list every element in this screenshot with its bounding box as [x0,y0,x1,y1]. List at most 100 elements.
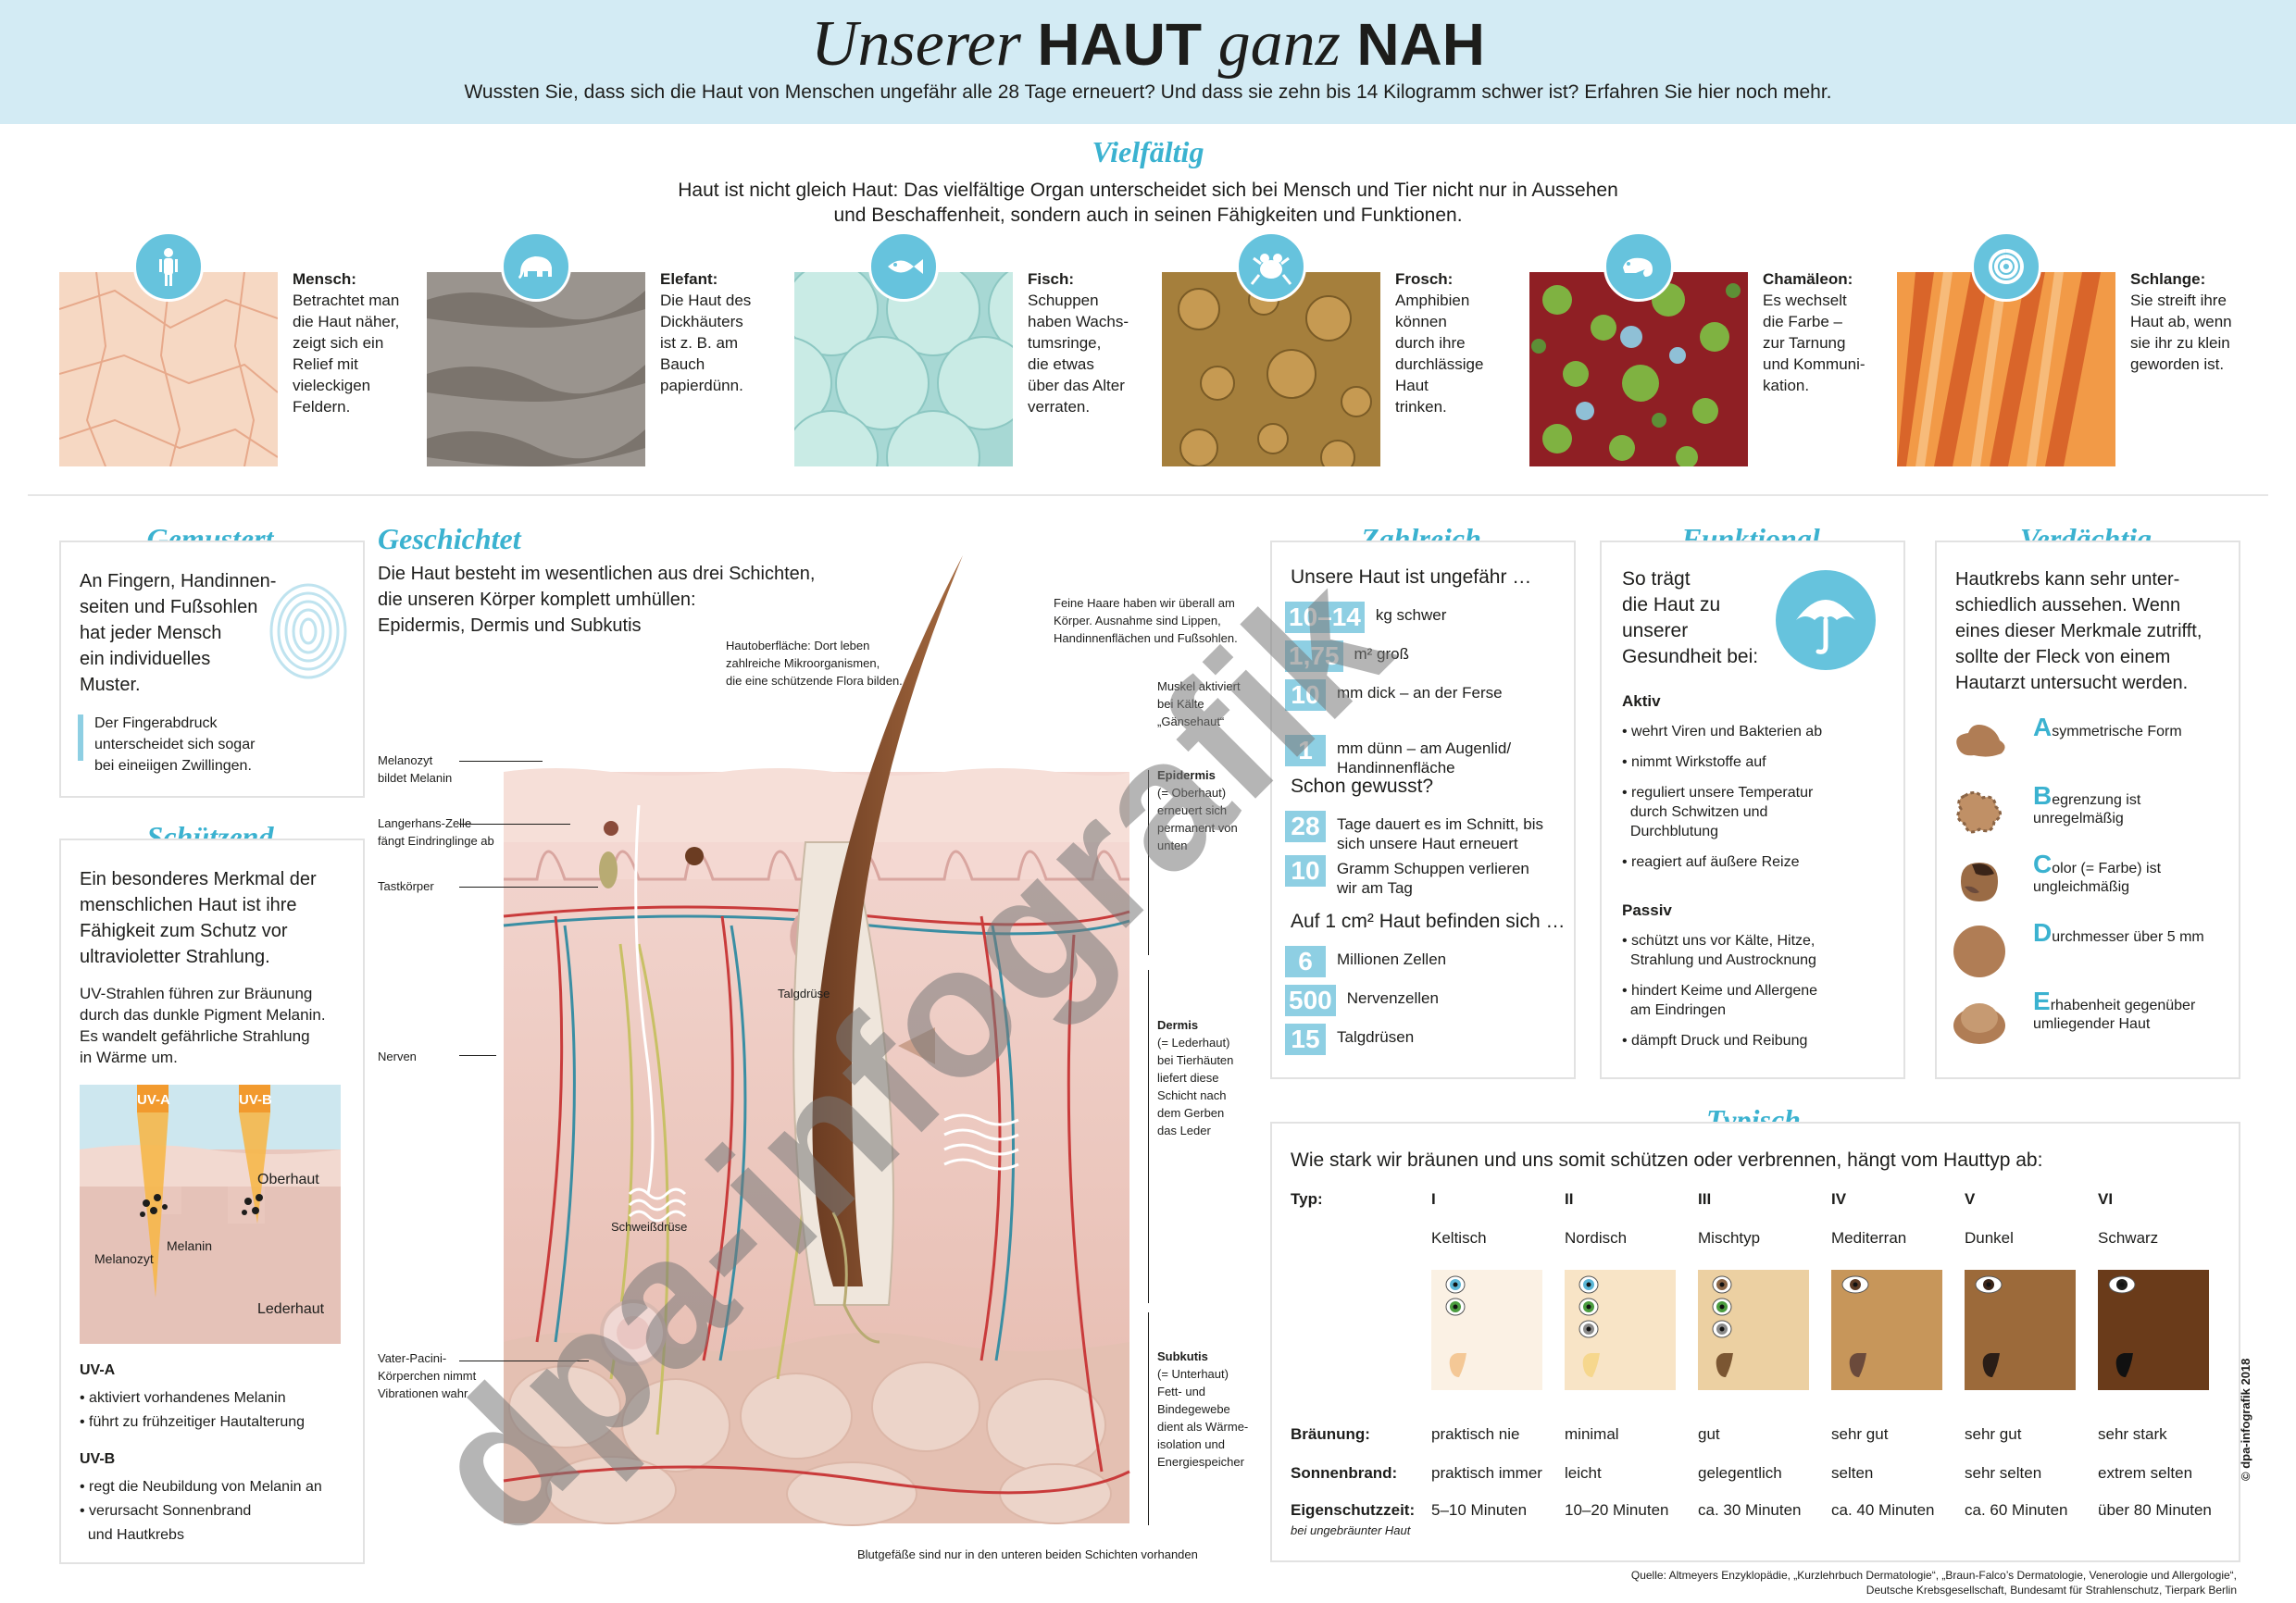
animal-line: Dickhäuters [660,313,743,330]
label-line: das Leder [1157,1124,1211,1137]
animal-line: ist z. B. am [660,334,739,352]
label-line: Muskel aktiviert [1157,679,1241,693]
intro-line: Haut ist nicht gleich Haut: Das vielfält… [678,180,1618,201]
mole-icon-b [1952,787,2009,840]
label-line: fängt Eindringlinge ab [378,834,494,848]
uv-diagram [80,1085,341,1344]
bullet-line: durch Schwitzen und [1622,804,1768,820]
animal-line: sie ihr zu klein [2130,334,2230,352]
skin-swatch [1431,1270,1542,1390]
animal-line: die Farbe – [1763,313,1842,330]
fact-number: 15 [1285,1024,1326,1055]
fact-text: mm dick – an der Ferse [1337,679,1503,702]
schuetzend-line: menschlichen Haut ist ihre [80,895,297,915]
melanozyt-label: Melanozyt [94,1251,154,1266]
label-line: Vibrationen wahr [378,1386,468,1400]
lederhaut-label: Lederhaut [257,1301,325,1317]
leader-line [459,1055,496,1056]
fact-text-line: Tage dauert es im Schnitt, bis [1337,815,1544,833]
section-heading-geschichtet: Geschichtet [378,522,521,555]
bullet-line: • dämpft Druck und Reibung [1622,1033,1808,1049]
label-nerven: Nerven [378,1048,417,1065]
label-blutgefaesse: Blutgefäße sind nur in den unteren beide… [857,1546,1198,1563]
animal-line: Amphibien [1395,292,1470,309]
skin-type-zeit: ca. 30 Minuten [1698,1501,1802,1519]
fact-number: 6 [1285,946,1326,977]
fact-text-line: wir am Tag [1337,879,1413,897]
abcde-first-line: Begrenzung ist [2033,783,2140,810]
animal-name: Elefant: [660,270,718,288]
skin-type-name: Schwarz [2098,1229,2159,1247]
melanin-label: Melanin [167,1238,213,1253]
passiv-list: • schützt uns vor Kälte, Hitze, Strahlun… [1622,931,1817,1062]
fact-number: 500 [1285,985,1336,1016]
label-line: Nerven [378,1050,417,1063]
schuetzend-line: Fähigkeit zum Schutz vor [80,921,288,941]
leader-line [459,761,543,762]
abcde-rest: olor (= Farbe) ist [2052,861,2162,876]
verdaechtig-intro-line: Hautkrebs kann sehr unter- [1955,569,2180,590]
skin-swatch [1565,1270,1676,1390]
skin-type-zeit: über 80 Minuten [2098,1501,2212,1519]
animal-name: Schlange: [2130,270,2206,288]
skin-type-number: II [1565,1190,1574,1208]
uva-label: UV-A [137,1092,170,1108]
label-schweissdruese: Schweißdrüse [611,1218,687,1236]
label-line: liefert diese [1157,1071,1219,1085]
bullet-line: • nimmt Wirkstoffe auf [1622,754,1766,770]
skin-type-sonnenbrand: sehr selten [1965,1464,2042,1482]
geschichtet-line: die unseren Körper komplett umhüllen: [378,590,696,610]
animal-line: durchlässige [1395,355,1484,373]
oberhaut-label: Oberhaut [257,1172,319,1187]
gemustert-box: An Fingern, Handinnen-seiten und Fußsohl… [59,541,365,798]
gemustert-line: hat jeder Mensch [80,623,222,643]
fact-text-line: sich unsere Haut erneuert [1337,835,1518,852]
label-line: Körper. Ausnahme sind Lippen, [1054,614,1221,628]
chameleon-icon [1603,231,1674,302]
schuetzend-line: ultravioletter Strahlung. [80,947,270,967]
section-heading-vielfaeltig: Vielfältig [1092,135,1204,168]
mole-icon-d [1952,924,2009,977]
label-line: Epidermis [1157,768,1216,782]
label-line: Schweißdrüse [611,1220,688,1234]
fact-text: Nervenzellen [1347,985,1439,1008]
skin-type-zeit: ca. 40 Minuten [1831,1501,1935,1519]
fact-number: 28 [1285,811,1326,842]
uvb-item: und Hautkrebs [80,1527,184,1543]
mole-icon-a [1952,718,2009,772]
funktional-intro-line: Gesundheit bei: [1622,646,1759,667]
skin-type-sonnenbrand: extrem selten [2098,1464,2193,1482]
skin-tile-3 [1162,272,1380,475]
note-marker [78,715,83,761]
animal-line: geworden ist. [2130,355,2225,373]
gemustert-note-line: Der Fingerabdruck [94,715,218,731]
verdaechtig-box: Hautkrebs kann sehr unter-schiedlich aus… [1935,541,2240,1079]
fact-row: 500 Nervenzellen [1285,985,1563,1016]
snake-icon [1971,231,2041,302]
fact-text-line: m² groß [1354,645,1410,663]
animal-line: tumsringe, [1028,334,1102,352]
skin-type-zeit: 10–20 Minuten [1565,1501,1669,1519]
funktional-intro-line: So trägt [1622,568,1691,590]
row-label-braeunung: Bräunung: [1291,1425,1370,1443]
abcde-item: Asymmetrische Form [2033,715,2182,741]
source-line: Deutsche Krebsgesellschaft, Bundesamt fü… [1866,1584,2237,1597]
page-subtitle: Wussten Sie, dass sich die Haut von Mens… [464,81,1832,103]
label-line: Schicht nach [1157,1088,1227,1102]
divider [28,494,2268,496]
uva-list: • aktiviert vorhandenes Melanin• führt z… [80,1386,305,1435]
fact-text-line: Handinnenfläche [1337,759,1455,777]
geschichtet-line: Die Haut besteht im wesentlichen aus dre… [378,564,816,584]
